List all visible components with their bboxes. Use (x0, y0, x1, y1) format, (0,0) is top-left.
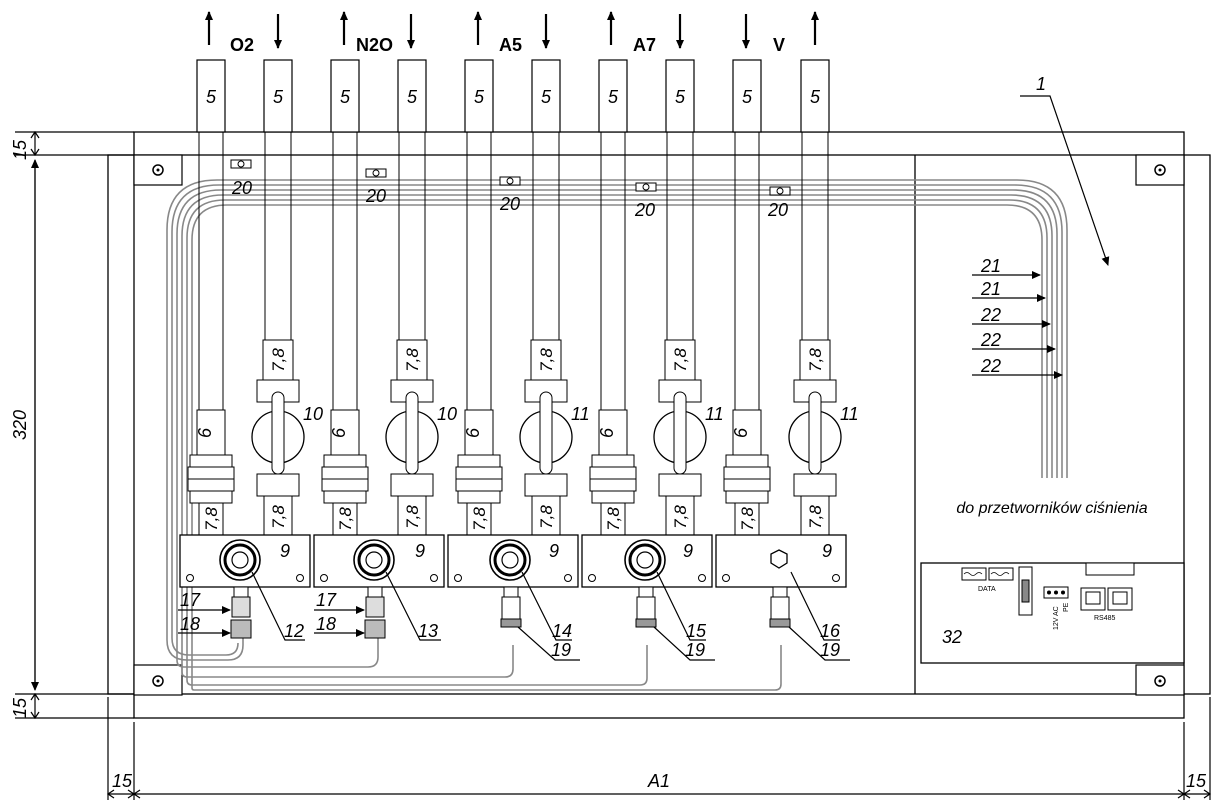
dim-right-margin: 15 (1186, 771, 1207, 791)
block-label: 9 (822, 541, 832, 561)
tube-label-78: 7,8 (269, 348, 288, 372)
tube-label-78: 7,8 (470, 507, 489, 531)
block-label: 9 (549, 541, 559, 561)
tube-label-78: 7,8 (403, 505, 422, 529)
valve-label: 11 (840, 404, 859, 424)
caption-pressure-transducers: do przetworników ciśnienia (956, 500, 1147, 517)
data-connector-label: DATA (978, 586, 996, 593)
tube-label-78: 7,8 (202, 507, 221, 531)
tube-label-78: 7,8 (738, 507, 757, 531)
valve-label: 11 (571, 404, 590, 424)
pipe-label: 5 (273, 87, 284, 107)
gas-column-a5 (447, 59, 579, 628)
tube-label-78: 7,8 (604, 507, 623, 531)
rs485-label: RS485 (1094, 615, 1116, 622)
wire-21-label: 21 (980, 256, 1001, 276)
clamp-label: 20 (365, 186, 386, 206)
clamp-label: 20 (231, 178, 252, 198)
fitting-label: 15 (686, 621, 707, 641)
fitting-label: 14 (552, 621, 572, 641)
tube-label-6: 6 (195, 427, 215, 438)
gas-label-o2: O2 (230, 35, 254, 55)
part-19-label: 19 (685, 640, 705, 660)
wire-22-label: 22 (980, 356, 1001, 376)
dim-width: A1 (647, 771, 670, 791)
dimension-lines (15, 130, 1212, 800)
fitting-label: 12 (284, 621, 304, 641)
gas-label-a5: A5 (499, 35, 522, 55)
pipe-label: 5 (742, 87, 753, 107)
valve-label: 11 (705, 404, 724, 424)
pipe-label: 5 (407, 87, 418, 107)
tube-label-78: 7,8 (537, 505, 556, 529)
part-1-label: 1 (1036, 74, 1046, 94)
gas-column-a7 (581, 59, 713, 628)
mount-corners (133, 154, 1185, 696)
tube-label-78: 7,8 (336, 507, 355, 531)
pipe-label: 5 (541, 87, 552, 107)
tube-label-6: 6 (597, 427, 617, 438)
part-17-label: 17 (180, 590, 201, 610)
tube-label-6: 6 (329, 427, 349, 438)
gas-column-n2o (313, 59, 445, 639)
clamp-label: 20 (634, 200, 655, 220)
block-label: 9 (683, 541, 693, 561)
tube-label-78: 7,8 (671, 348, 690, 372)
tube-label-78: 7,8 (806, 348, 825, 372)
tube-label-78: 7,8 (403, 348, 422, 372)
part-18-label: 18 (180, 614, 200, 634)
wire-22-label: 22 (980, 305, 1001, 325)
block-label: 9 (415, 541, 425, 561)
gas-column-v (715, 59, 847, 628)
leader-lines (251, 571, 850, 661)
pipe-label: 5 (474, 87, 485, 107)
tube-label-78: 7,8 (269, 505, 288, 529)
block-label: 9 (280, 541, 290, 561)
mounting-plate (107, 154, 1211, 695)
clamp-label: 20 (499, 194, 520, 214)
electronics-module (920, 562, 1185, 664)
gas-column-o2 (179, 59, 311, 639)
pipe-label: 5 (340, 87, 351, 107)
part-19-label: 19 (820, 640, 840, 660)
dim-bottom-margin: 15 (10, 697, 30, 718)
dim-top-margin: 15 (10, 139, 30, 160)
tube-label-78: 7,8 (671, 505, 690, 529)
gas-label-a7: A7 (633, 35, 656, 55)
front-plate (133, 131, 1185, 719)
tube-label-78: 7,8 (537, 348, 556, 372)
tube-label-78: 7,8 (806, 505, 825, 529)
dim-left-margin: 15 (112, 771, 133, 791)
part-17-label: 17 (316, 590, 337, 610)
wire-21-label: 21 (980, 279, 1001, 299)
pe-label: PE (1063, 602, 1070, 612)
power-label: 12V AC (1053, 606, 1060, 630)
wire-bundle (166, 179, 1068, 691)
tube-label-6: 6 (731, 427, 751, 438)
wire-22-label: 22 (980, 330, 1001, 350)
flow-arrows (205, 11, 819, 49)
part-32-label: 32 (942, 627, 962, 647)
part-19-label: 19 (551, 640, 571, 660)
dim-height: 320 (10, 410, 30, 440)
pipe-label: 5 (810, 87, 821, 107)
clamp-label: 20 (767, 200, 788, 220)
pipe-label: 5 (608, 87, 619, 107)
gas-label-v: V (773, 35, 785, 55)
pipe-label: 5 (206, 87, 217, 107)
fitting-label: 13 (418, 621, 438, 641)
gas-label-n2o: N2O (356, 35, 393, 55)
fitting-label: 16 (820, 621, 841, 641)
valve-label: 10 (303, 404, 323, 424)
tube-label-6: 6 (463, 427, 483, 438)
pipe-label: 5 (675, 87, 686, 107)
part-18-label: 18 (316, 614, 336, 634)
valve-label: 10 (437, 404, 457, 424)
